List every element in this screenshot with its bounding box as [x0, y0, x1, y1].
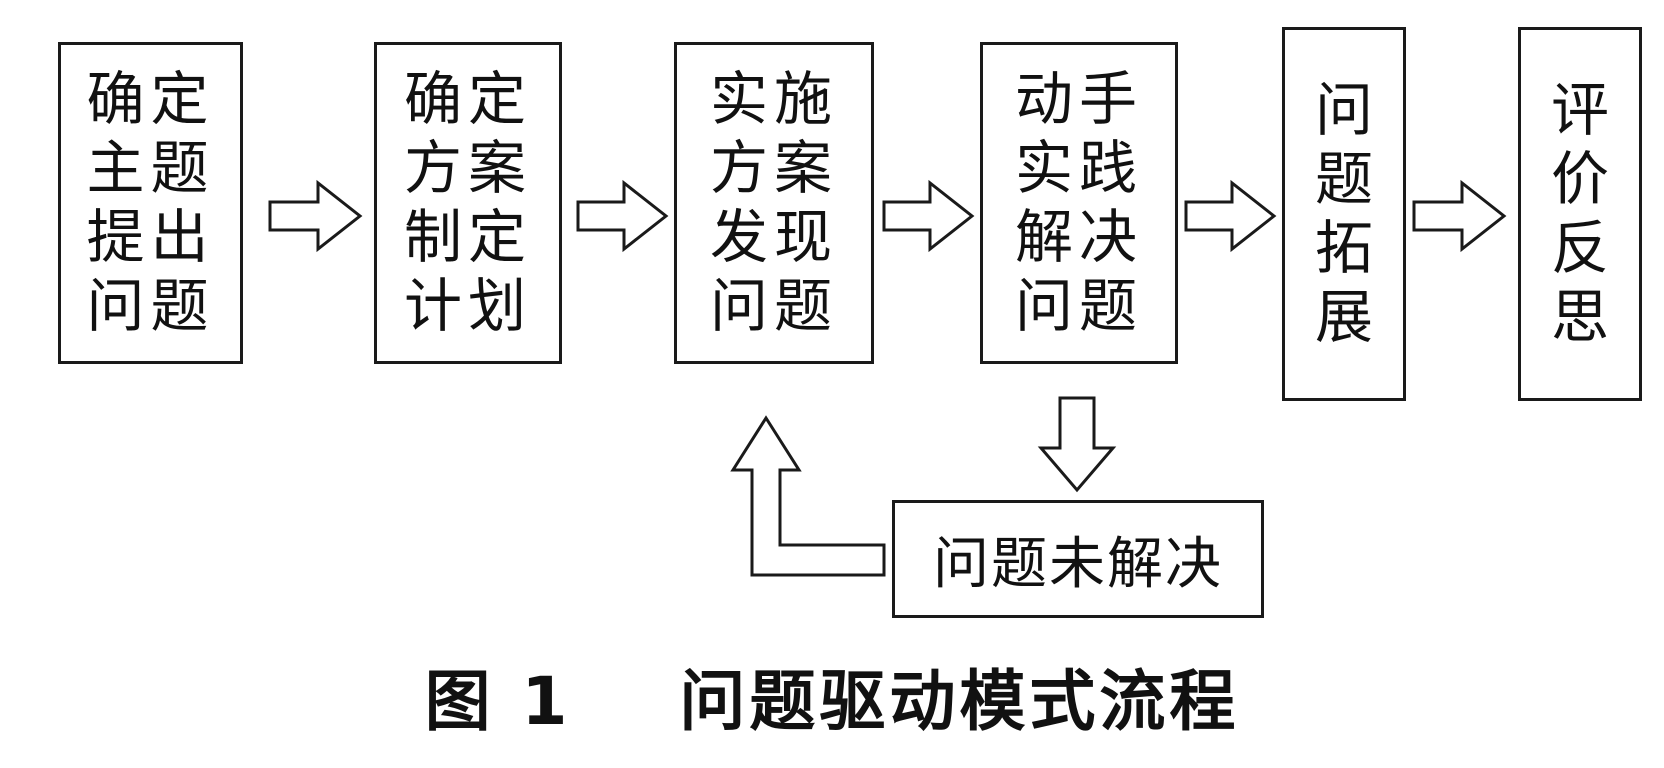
step-box-implement-plan: 实施 方案 发现 问题 [674, 42, 874, 364]
loop-back-arrow-icon [730, 415, 886, 577]
down-arrow-icon [1037, 396, 1117, 493]
step-label: 确定 方案 制定 计划 [403, 65, 532, 340]
unsolved-problem-box: 问题未解决 [892, 500, 1264, 618]
step-label: 确定 主题 提出 问题 [86, 65, 215, 340]
figure-number: 图 1 [424, 663, 572, 740]
unsolved-problem-label: 问题未解决 [933, 531, 1223, 597]
right-arrow-icon [1184, 179, 1277, 253]
step-label: 动手 实践 解决 问题 [1014, 65, 1143, 340]
step-box-evaluation-reflection: 评 价 反 思 [1518, 27, 1642, 401]
step-box-hands-on-practice: 动手 实践 解决 问题 [980, 42, 1178, 364]
step-box-define-topic: 确定 主题 提出 问题 [58, 42, 243, 364]
step-label: 实施 方案 发现 问题 [709, 65, 838, 340]
figure-caption: 图 1 问题驱动模式流程 [0, 648, 1664, 744]
step-label: 问 题 拓 展 [1314, 76, 1373, 351]
figure-title: 问题驱动模式流程 [679, 663, 1240, 740]
right-arrow-icon [882, 179, 975, 253]
right-arrow-icon [268, 179, 363, 253]
step-label: 评 价 反 思 [1550, 76, 1609, 351]
right-arrow-icon [576, 179, 669, 253]
step-box-problem-extension: 问 题 拓 展 [1282, 27, 1406, 401]
step-box-define-plan: 确定 方案 制定 计划 [374, 42, 562, 364]
right-arrow-icon [1412, 179, 1507, 253]
